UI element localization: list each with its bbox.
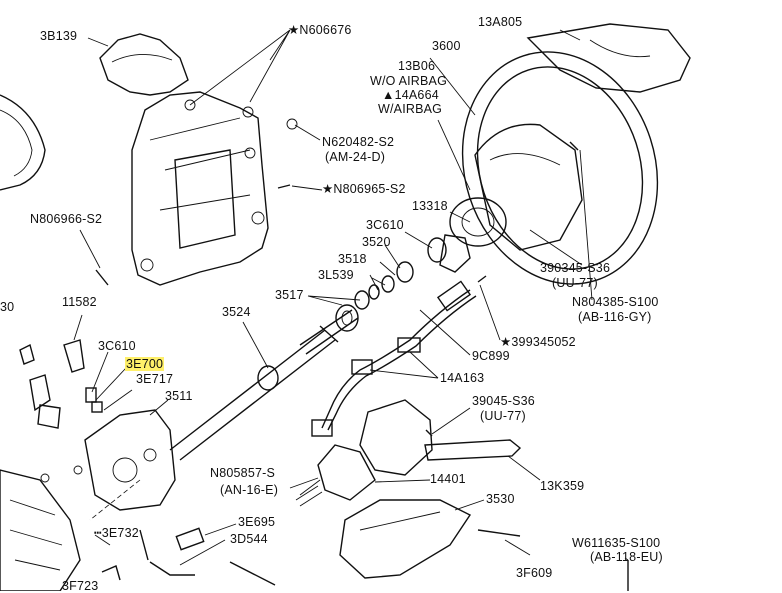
label-without-airbag: W/O AIRBAG [370,74,448,88]
label-3F609: 3F609 [516,566,553,580]
label-3511: 3511 [165,389,193,403]
label-3E717: 3E717 [136,372,174,386]
label-AM-24-D: (AM-24-D) [325,150,386,164]
label-AB-116-GY: (AB-116-GY) [578,310,652,324]
small-hardware [19,339,103,483]
label-13A805: 13A805 [478,15,523,29]
shaft-rings [335,237,447,332]
label-3C610-upper: 3C610 [366,218,404,232]
label-3D544: 3D544 [230,532,268,546]
label-14401: 14401 [430,472,466,486]
label-N806966-S2: N806966-S2 [30,212,103,226]
label-UU-77-lower: (UU-77) [480,409,526,423]
label-N804385-S100: N804385-S100 [572,295,659,309]
label-399345052: ★399345052 [500,335,576,349]
label-AN-16-E: (AN-16-E) [220,483,279,497]
wiring-harness [311,280,477,437]
label-AB-118-EU: (AB-118-EU) [590,550,663,564]
label-3E695: 3E695 [238,515,276,529]
label-3E732: ┅3E732 [94,526,139,540]
label-3518: 3518 [338,252,367,266]
label-13B06: 13B06 [398,59,436,73]
fasteners [95,118,629,591]
label-3F723: 3F723 [62,579,99,593]
mounting-bracket [131,91,269,286]
leader-lines [73,29,629,566]
label-with-airbag: W/AIRBAG [378,102,443,116]
label-3B139: 3B139 [40,29,78,43]
label-9C899: 9C899 [472,349,510,363]
label-3C610-lower: 3C610 [98,339,136,353]
label-N805857-S: N805857-S [210,466,276,480]
label-3600: 3600 [432,39,461,53]
label-390345-S36: 390345-S36 [540,261,611,275]
label-13318: 13318 [412,199,448,213]
label-N620482-S2: N620482-S2 [322,135,395,149]
label-3L539: 3L539 [318,268,354,282]
column-housing [84,409,176,511]
steering-shaft [89,309,359,521]
upper-shroud [0,94,46,191]
highlight-3E700: 3E700 [125,357,165,371]
bottom-hardware [101,527,521,586]
label-3520: 3520 [362,235,391,249]
multifunction-switch [295,399,522,507]
label-39045-S36: 39045-S36 [472,394,535,408]
label-3517: 3517 [275,288,304,302]
label-14A163: 14A163 [440,371,485,385]
steering-wheel [461,51,659,285]
wheel-pad [526,23,691,93]
label-13K359: 13K359 [540,479,585,493]
clockspring-assembly [439,197,507,273]
label-W611635-S100: W611635-S100 [572,536,661,550]
label-3530: 3530 [486,492,515,506]
label-3E700: 3E700 [125,357,165,371]
label-11582: 11582 [62,295,97,309]
bracket-cover-3B139 [99,33,189,96]
lower-shroud [339,499,472,579]
label-N606676: ★N606676 [288,23,352,37]
lower-casting [0,469,81,591]
label-UU-77-upper: (UU-77) [552,276,598,290]
label-30-partial: 30 [0,300,15,314]
label-3524: 3524 [222,305,251,319]
label-N806965-S2: ★N806965-S2 [322,182,406,196]
label-14A664: ▲14A664 [382,88,439,102]
